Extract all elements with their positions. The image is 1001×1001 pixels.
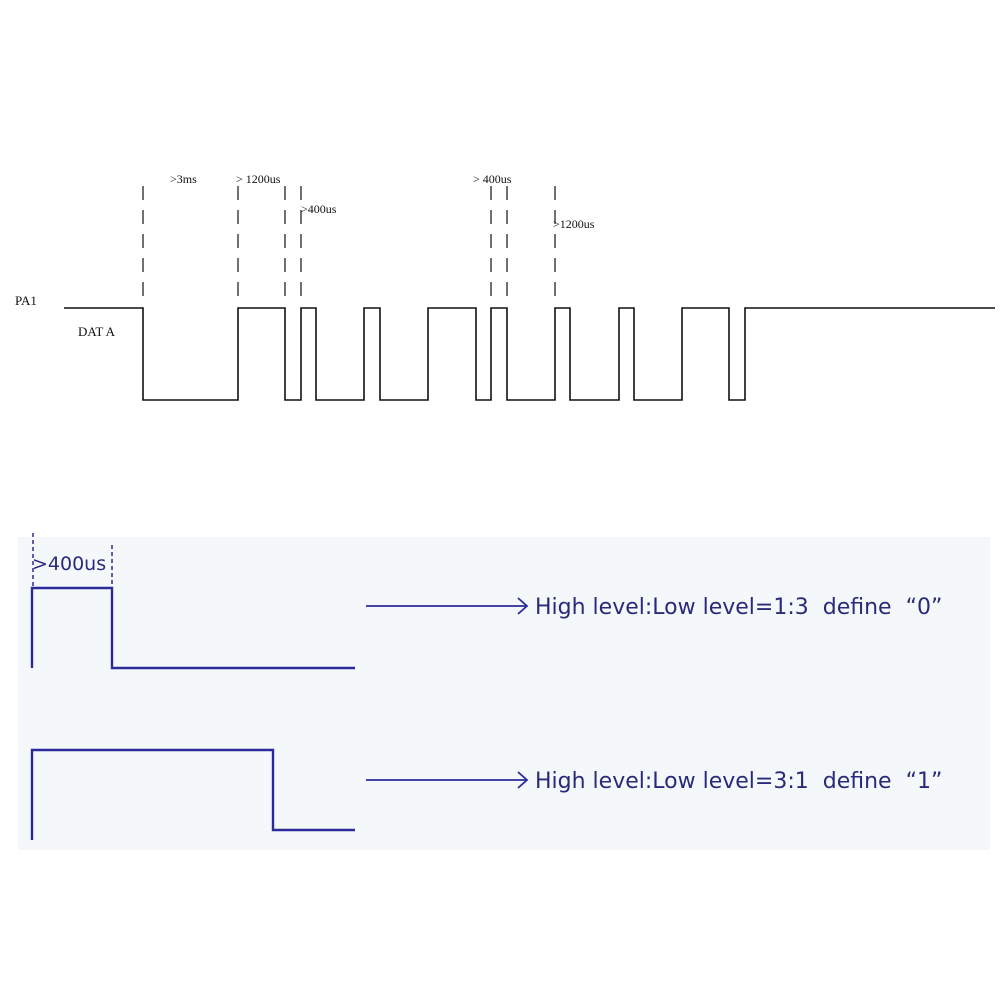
signal-label-pa1: PA1 bbox=[15, 293, 37, 308]
bit0-definition: High level:Low level=1:3 define “0” bbox=[535, 595, 942, 620]
label-start-3ms: >3ms bbox=[170, 172, 197, 186]
label-mid-low-1200us: >1200us bbox=[553, 217, 595, 231]
bit1-definition: High level:Low level=3:1 define “1” bbox=[535, 769, 942, 794]
top-waveform-section: PA1 DAT A >3ms > 1200us >400us > 400us >… bbox=[15, 172, 995, 401]
bit1-arrow-head bbox=[517, 771, 529, 789]
bit0-waveform bbox=[30, 586, 355, 670]
label-first-low-400us: >400us bbox=[301, 202, 337, 216]
pulse-width-label: >400us bbox=[32, 553, 106, 575]
label-first-high-1200us: > 1200us bbox=[236, 172, 281, 186]
bit0-arrow-head bbox=[517, 597, 529, 615]
data-label: DAT A bbox=[78, 324, 116, 339]
timing-markers bbox=[142, 186, 556, 297]
bit-encoding-legend: >400us High level:Low level=1:3 define “… bbox=[18, 533, 990, 850]
label-mid-high-400us: > 400us bbox=[473, 172, 512, 186]
bit1-waveform bbox=[30, 748, 355, 840]
data-waveform bbox=[64, 307, 995, 401]
legend-background bbox=[18, 537, 990, 850]
